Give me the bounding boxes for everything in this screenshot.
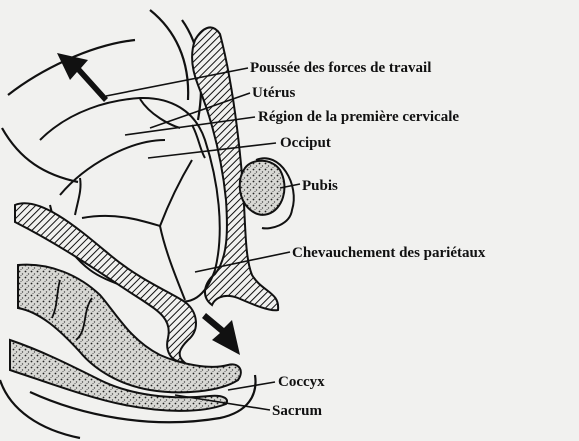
- label-pubis: Pubis: [302, 178, 338, 194]
- diagram-labels: Poussée des forces de travail Utérus Rég…: [250, 60, 486, 419]
- label-parietal-overlap: Chevauchement des pariétaux: [292, 245, 486, 261]
- label-first-cervical-region: Région de la première cervicale: [258, 109, 459, 125]
- arrow-down-icon: [57, 53, 108, 102]
- label-uterus: Utérus: [252, 85, 295, 101]
- arrow-up-icon: [202, 313, 240, 355]
- pubis-bone: [240, 161, 285, 215]
- label-coccyx: Coccyx: [278, 374, 325, 390]
- label-sacrum: Sacrum: [272, 403, 323, 419]
- label-pushing-forces: Poussée des forces de travail: [250, 60, 431, 76]
- label-occiput: Occiput: [280, 135, 331, 151]
